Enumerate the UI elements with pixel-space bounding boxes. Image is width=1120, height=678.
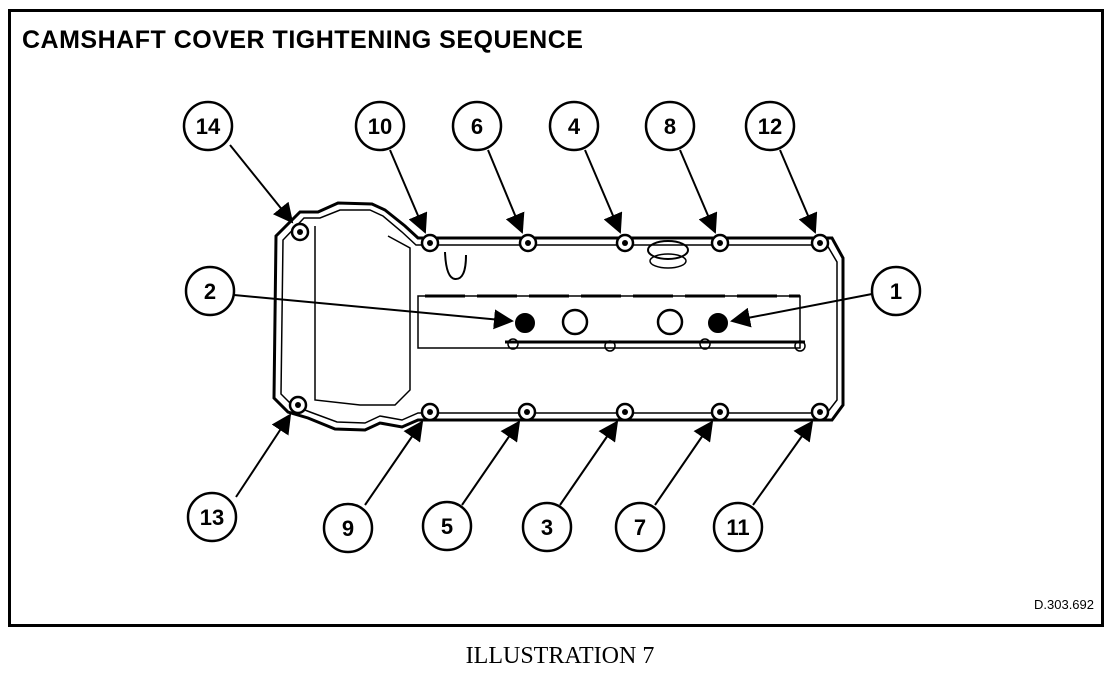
leader-arrow-14 — [229, 144, 294, 224]
bolt-8 — [710, 233, 730, 253]
callout-10-label: 10 — [368, 114, 392, 139]
leader-arrow-12 — [779, 149, 818, 234]
callout-4: 4 — [548, 100, 600, 152]
leader-arrow-11 — [752, 420, 814, 506]
callout-2: 2 — [184, 265, 236, 317]
cover-oil-cap-outline — [444, 251, 467, 281]
bolt-2 — [515, 313, 535, 333]
leader-arrows — [229, 144, 873, 506]
drawing-reference: D.303.692 — [1034, 597, 1094, 612]
callout-6-label: 6 — [471, 114, 483, 139]
spark-plug-well-left — [561, 308, 589, 336]
center-rib-boss-3 — [699, 338, 711, 350]
leader-arrow-5 — [461, 420, 521, 506]
oil-filler-neck-inner — [649, 253, 687, 269]
bolt-1 — [708, 313, 728, 333]
center-rib-boss-4 — [794, 340, 806, 352]
diagram-title: CAMSHAFT COVER TIGHTENING SEQUENCE — [22, 26, 584, 54]
callout-7: 7 — [614, 501, 666, 553]
leader-arrow-13 — [235, 413, 292, 498]
callout-5: 5 — [421, 500, 473, 552]
cover-left-cavity — [314, 226, 411, 406]
center-rib-boss-1 — [507, 338, 519, 350]
leader-arrow-3 — [559, 420, 619, 506]
bolt-12 — [810, 233, 830, 253]
leader-arrow-8 — [679, 149, 718, 234]
callout-1-label: 1 — [890, 279, 902, 304]
bolt-10 — [420, 233, 440, 253]
illustration-frame — [8, 9, 1104, 627]
callout-14: 14 — [182, 100, 234, 152]
callout-9: 9 — [322, 502, 374, 554]
callout-4-label: 4 — [568, 114, 581, 139]
leader-arrow-4 — [584, 149, 623, 234]
bolt-5 — [517, 402, 537, 422]
leader-arrow-9 — [364, 420, 424, 506]
cover-outer-outline — [272, 201, 845, 432]
oil-filler-neck — [647, 240, 689, 260]
callout-14-label: 14 — [196, 114, 221, 139]
bolt-9 — [420, 402, 440, 422]
callout-8: 8 — [644, 100, 696, 152]
callout-2-label: 2 — [204, 279, 216, 304]
spark-plug-well-right — [656, 308, 684, 336]
callout-7-label: 7 — [634, 515, 646, 540]
center-rib-boss-2 — [604, 340, 616, 352]
callout-13-label: 13 — [200, 505, 224, 530]
leader-arrow-10 — [389, 149, 428, 234]
callout-10: 10 — [354, 100, 406, 152]
callout-12: 12 — [744, 100, 796, 152]
bolt-4 — [615, 233, 635, 253]
callout-12-label: 12 — [758, 114, 782, 139]
callout-11: 11 — [712, 501, 764, 553]
callout-13: 13 — [186, 491, 238, 543]
leader-arrow-7 — [654, 420, 714, 506]
leader-arrow-2 — [233, 294, 514, 330]
bolt-7 — [710, 402, 730, 422]
callout-11-label: 11 — [726, 515, 749, 540]
callout-1: 1 — [870, 265, 922, 317]
leader-arrow-1 — [730, 293, 873, 328]
center-recess — [417, 295, 801, 349]
camshaft-cover — [272, 201, 845, 432]
cover-bolts — [288, 222, 830, 422]
bolt-3 — [615, 402, 635, 422]
callouts: 14 10 6 4 8 12 2 1 — [182, 100, 922, 554]
callout-5-label: 5 — [441, 514, 453, 539]
illustration-caption: ILLUSTRATION 7 — [465, 643, 655, 669]
callout-3: 3 — [521, 501, 573, 553]
bolt-14 — [290, 222, 310, 242]
leader-arrow-6 — [487, 149, 525, 234]
callout-6: 6 — [451, 100, 503, 152]
callout-3-label: 3 — [541, 515, 553, 540]
bolt-13 — [288, 395, 308, 415]
callout-8-label: 8 — [664, 114, 676, 139]
bolt-6 — [518, 233, 538, 253]
callout-9-label: 9 — [342, 516, 354, 541]
bolt-11 — [810, 402, 830, 422]
